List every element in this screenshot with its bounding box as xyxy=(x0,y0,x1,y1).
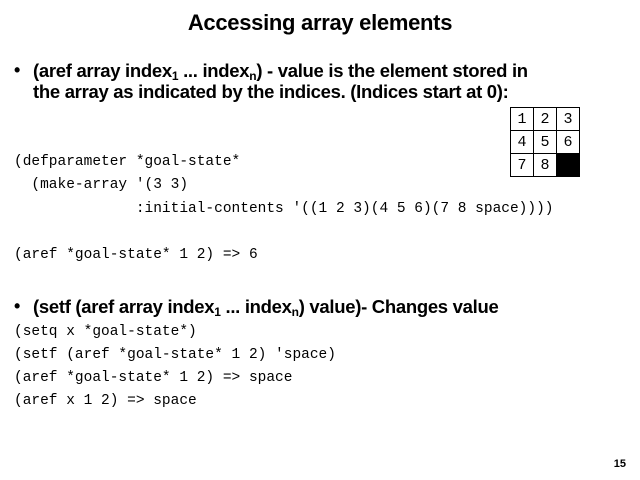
bullet2-text: (setf (aref array index xyxy=(33,296,215,317)
code-line: :initial-contents '((1 2 3)(4 5 6)(7 8 s… xyxy=(14,201,554,217)
subscript: 1 xyxy=(214,305,221,319)
bullet-dot: • xyxy=(14,296,21,316)
bullet2-text: ... index xyxy=(220,296,292,317)
bullet2-text: ) value)- Changes value xyxy=(298,296,499,317)
code-line: (aref *goal-state* 1 2) => 6 xyxy=(14,247,258,263)
goal-state-grid: 1 2 3 4 5 6 7 8 xyxy=(510,107,580,177)
bullet1-text: (aref array index xyxy=(33,60,172,81)
grid-cell: 4 xyxy=(510,130,534,154)
bullet-dot: • xyxy=(14,60,21,80)
grid-cell: 6 xyxy=(556,130,580,154)
code-line: (setf (aref *goal-state* 1 2) 'space) xyxy=(14,347,336,363)
grid-cell: 5 xyxy=(533,130,557,154)
grid-cell: 3 xyxy=(556,107,580,131)
subscript: 1 xyxy=(171,69,179,83)
grid-cell: 8 xyxy=(533,153,557,177)
code-line: (make-array '(3 3) xyxy=(14,177,189,193)
bullet1-line1: (aref array index1 ... indexn) - value i… xyxy=(33,60,528,82)
grid-cell-blank xyxy=(556,153,580,177)
page-number: 15 xyxy=(613,458,626,470)
code-line: (defparameter *goal-state* xyxy=(14,154,241,170)
bullet1-line2: the array as indicated by the indices. (… xyxy=(33,81,509,102)
bullet1-text: ) - value is the element stored in xyxy=(256,60,528,81)
grid-cell: 1 xyxy=(510,107,534,131)
bullet2-line: (setf (aref array index1 ... indexn) val… xyxy=(33,296,499,319)
grid-cell: 7 xyxy=(510,153,534,177)
code-line: (aref *goal-state* 1 2) => space xyxy=(14,370,293,386)
code-line: (aref x 1 2) => space xyxy=(14,393,197,409)
subscript: n xyxy=(291,305,299,319)
slide-title: Accessing array elements xyxy=(187,10,453,35)
bullet1-text: ... index xyxy=(178,60,250,81)
code-line: (setq x *goal-state*) xyxy=(14,324,197,340)
grid-cell: 2 xyxy=(533,107,557,131)
subscript: n xyxy=(249,69,257,83)
